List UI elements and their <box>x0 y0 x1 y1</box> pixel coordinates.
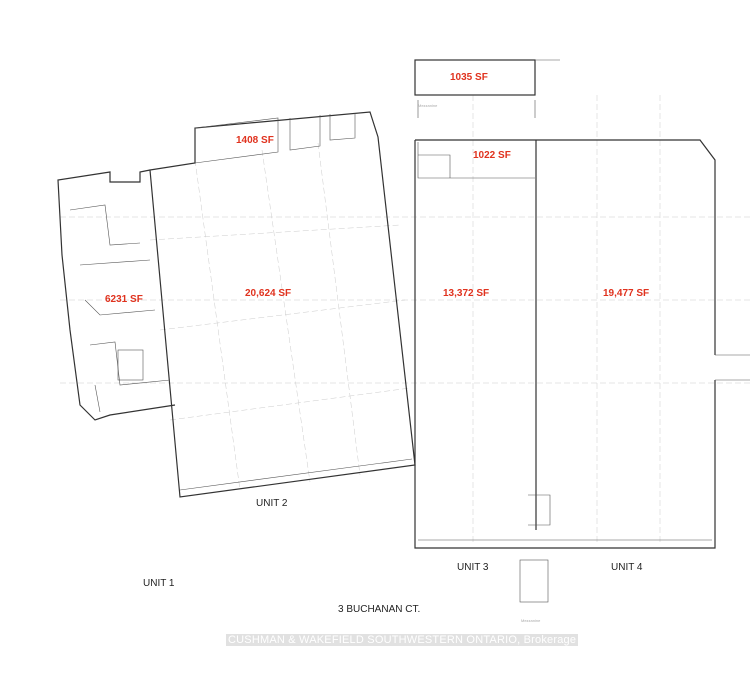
unit-1-outline <box>57 169 176 421</box>
area-label-6231: 6231 SF <box>105 294 143 305</box>
address-label: 3 BUCHANAN CT. <box>338 604 420 615</box>
area-label-20624: 20,624 SF <box>245 288 291 299</box>
unit-4-label: UNIT 4 <box>611 562 643 573</box>
area-label-1035: 1035 SF <box>450 72 488 83</box>
area-label-1022: 1022 SF <box>473 150 511 161</box>
watermark: CUSHMAN & WAKEFIELD SOUTHWESTERN ONTARIO… <box>226 634 579 646</box>
unit-3-4-outline <box>414 59 750 603</box>
area-label-19477: 19,477 SF <box>603 288 649 299</box>
area-label-1408: 1408 SF <box>236 135 274 146</box>
unit-3-label: UNIT 3 <box>457 562 489 573</box>
mezzanine-label-bottom: Mezzanine <box>521 618 541 623</box>
area-label-13372: 13,372 SF <box>443 288 489 299</box>
unit-1-label: UNIT 1 <box>143 578 175 589</box>
column-grid <box>60 95 750 545</box>
unit-2-outline <box>149 111 416 498</box>
unit-2-label: UNIT 2 <box>256 498 288 509</box>
mezzanine-label-top: Mezzanine <box>418 103 438 108</box>
